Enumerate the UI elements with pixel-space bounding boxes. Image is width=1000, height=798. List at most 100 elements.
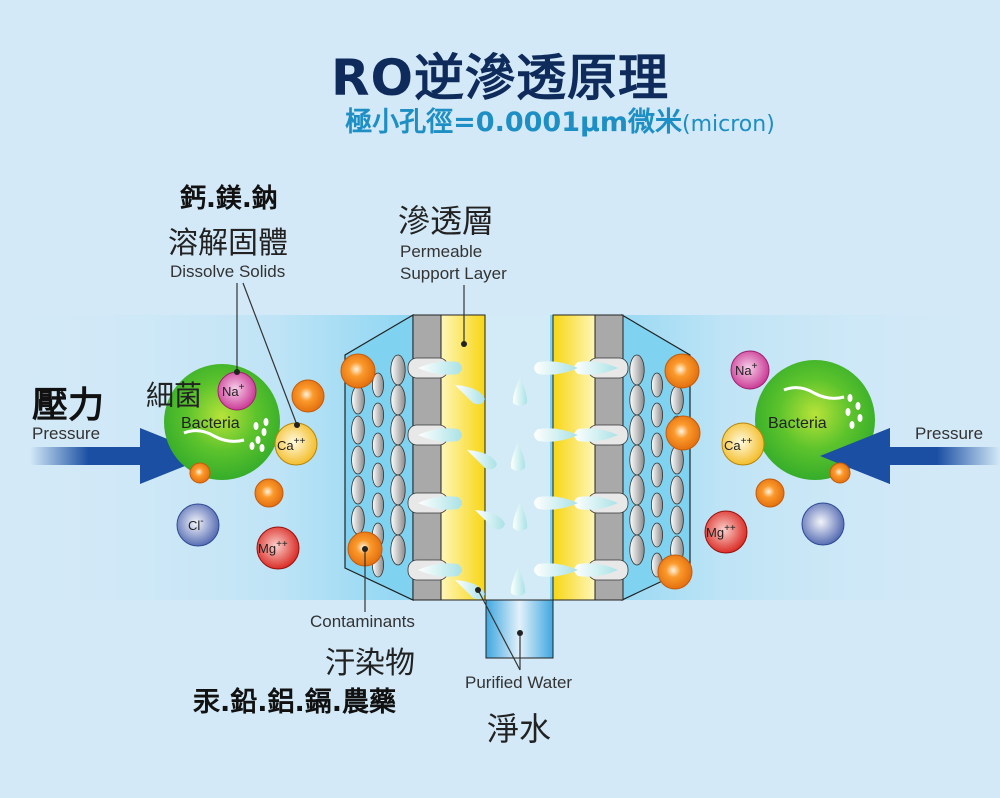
- pore: [629, 534, 645, 566]
- page-title: RO逆滲透原理: [330, 49, 669, 107]
- contaminant-particle: [291, 379, 325, 413]
- heavy-metals-label: 汞.鉛.鋁.鎘.農藥: [193, 687, 397, 718]
- water-droplet: [574, 361, 618, 375]
- water-droplet: [534, 361, 578, 375]
- contaminant-particle: [664, 353, 700, 389]
- bacteria-spores-left: [249, 418, 269, 452]
- ion-label-mg-right: Mg++: [706, 523, 736, 540]
- ion-label-ca-left: Ca++: [277, 436, 305, 453]
- calcium-ion-right: [721, 422, 765, 466]
- contaminant-particle: [340, 353, 376, 389]
- membrane-label-zh: 滲透層: [398, 202, 495, 240]
- pore: [390, 414, 406, 446]
- pore: [371, 462, 384, 488]
- water-droplet: [574, 563, 618, 577]
- contaminant-particle: [189, 462, 211, 484]
- pressure-arrow-right-shaft: [860, 447, 1000, 465]
- contaminant-particle: [755, 478, 785, 508]
- ion-label-na-left: Na+: [222, 382, 245, 399]
- pore: [670, 385, 684, 415]
- pore: [371, 432, 384, 458]
- membrane-layer-right: [552, 314, 596, 601]
- pore: [390, 504, 406, 536]
- pore: [651, 402, 664, 428]
- pressure-arrow-left-shaft: [30, 447, 160, 465]
- water-droplet: [574, 428, 618, 442]
- page-subtitle: 極小孔徑=0.0001μm微米(micron): [0, 100, 1000, 139]
- contaminant-particle: [665, 415, 701, 451]
- pressure-label-right: Pressure: [915, 424, 984, 443]
- pore: [390, 354, 406, 386]
- minerals-label: 鈣.鎂.鈉: [180, 184, 278, 214]
- water-droplet: [455, 580, 485, 600]
- dissolved-solids-en: Dissolve Solids: [170, 262, 286, 281]
- pore: [629, 384, 645, 416]
- pressure-arrow-left-head: [140, 428, 210, 484]
- contaminant-particles: [189, 353, 851, 590]
- water-droplet: [534, 563, 578, 577]
- purified-water-label-en: Purified Water: [465, 673, 573, 692]
- ion-label-cl-left: Cl-: [188, 516, 204, 533]
- contaminant-particle: [829, 462, 851, 484]
- water-droplet: [534, 428, 578, 442]
- pore: [651, 432, 664, 458]
- pore: [371, 402, 384, 428]
- water-droplet: [510, 442, 526, 471]
- magnesium-ion-left: [256, 526, 300, 570]
- ion-label-na-right: Na+: [735, 361, 758, 378]
- water-droplet: [574, 496, 618, 510]
- pore: [629, 354, 645, 386]
- water-droplet: [512, 377, 528, 406]
- pore: [351, 445, 365, 475]
- pore: [651, 372, 664, 398]
- pore: [629, 444, 645, 476]
- pore: [390, 384, 406, 416]
- ion-right-blue: [801, 502, 845, 546]
- pore: [351, 475, 365, 505]
- pressure-label-left: Pressure: [32, 424, 101, 443]
- bacteria-spores-right: [845, 394, 863, 429]
- pore: [670, 505, 684, 535]
- pore: [629, 474, 645, 506]
- bacteria-label-left: Bacteria: [181, 415, 240, 432]
- water-droplet: [475, 510, 505, 530]
- contaminants-label-zh: 汙染物: [325, 646, 415, 681]
- pore: [371, 372, 384, 398]
- ion-label-mg-left: Mg++: [258, 539, 288, 556]
- pore: [351, 415, 365, 445]
- contaminants-label-en: Contaminants: [310, 612, 415, 631]
- water-droplets: [418, 361, 618, 600]
- pore: [390, 474, 406, 506]
- sodium-ion-right: [730, 350, 770, 390]
- pore: [651, 462, 664, 488]
- bacteria-label-right: Bacteria: [768, 415, 827, 432]
- contaminant-particle: [254, 478, 284, 508]
- pore: [390, 534, 406, 566]
- water-droplet: [467, 450, 497, 470]
- pore: [351, 385, 365, 415]
- water-droplet: [512, 502, 528, 531]
- pore: [351, 505, 365, 535]
- pore: [670, 475, 684, 505]
- pore: [651, 492, 664, 518]
- pore: [629, 504, 645, 536]
- magnesium-ion-right: [704, 510, 748, 554]
- bacteria-label-zh: 細菌: [146, 379, 203, 412]
- pressure-label-zh: 壓力: [32, 385, 105, 426]
- leader-line-calcium: [242, 282, 298, 426]
- chloride-ion-left: [176, 503, 220, 547]
- purified-water-label-zh: 淨水: [487, 710, 552, 748]
- bacteria-flagellum-left: [183, 429, 245, 443]
- leader-line-purified-a: [477, 589, 521, 671]
- water-droplet: [418, 361, 462, 375]
- bacteria-flagellum-right: [783, 386, 845, 400]
- pore: [651, 522, 664, 548]
- water-droplet: [510, 567, 526, 596]
- micron-unit: (micron): [682, 112, 775, 137]
- membrane-label-en-2: Support Layer: [400, 264, 507, 283]
- pore: [629, 414, 645, 446]
- pore: [390, 444, 406, 476]
- pores-right: [629, 354, 684, 578]
- leader-lines: [236, 282, 521, 671]
- water-droplet: [534, 496, 578, 510]
